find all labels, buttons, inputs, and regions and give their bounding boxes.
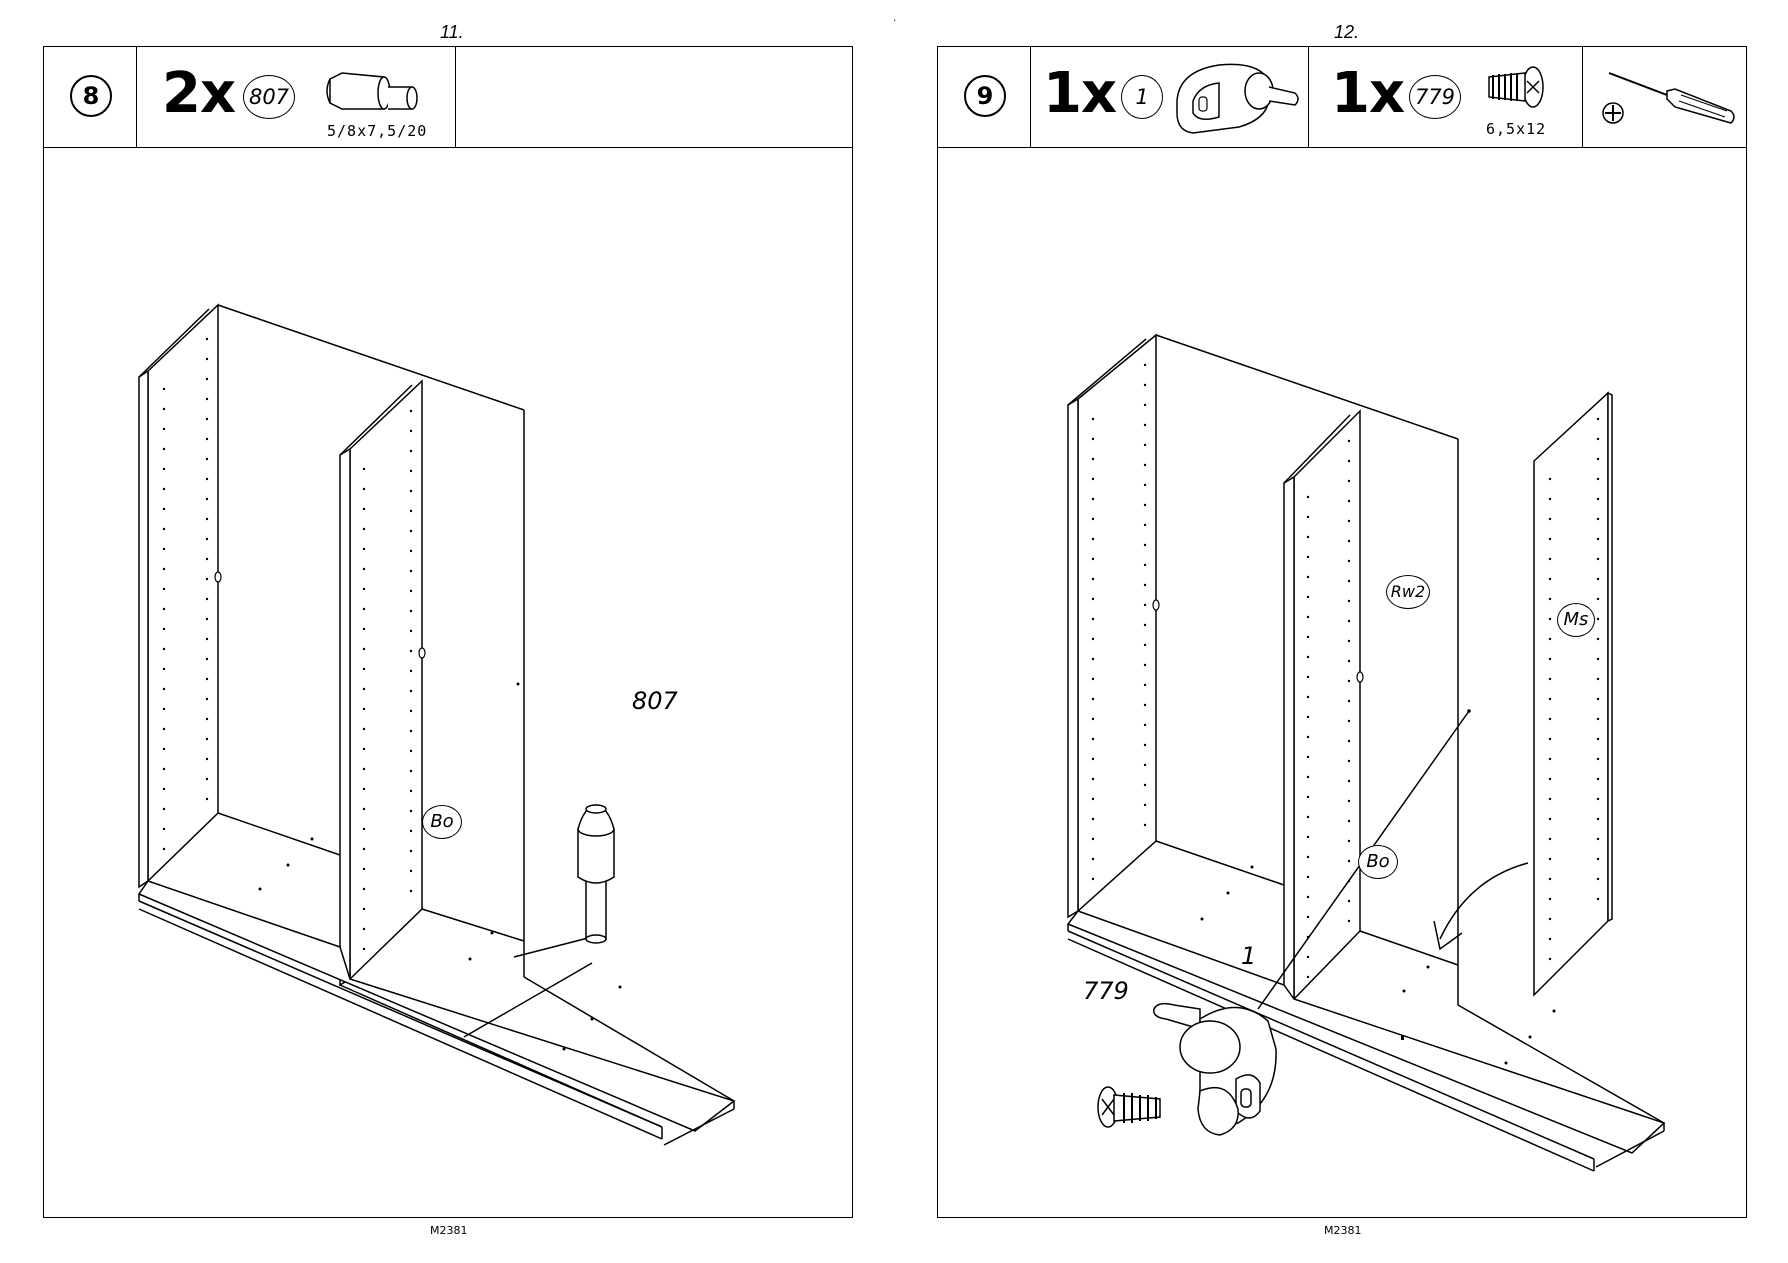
part-dimensions-2: 6,5x12 bbox=[1486, 120, 1547, 138]
step-cell: 9 bbox=[938, 47, 1031, 147]
parts-cell-1: 1x 1 bbox=[1031, 47, 1309, 147]
panel-label-side: Ms bbox=[1557, 603, 1595, 637]
part-number-badge-1: 1 bbox=[1121, 75, 1163, 119]
part-callout-807: 807 bbox=[632, 687, 678, 715]
screw-icon bbox=[1488, 66, 1544, 108]
part-quantity-2: 1x bbox=[1331, 61, 1405, 126]
page-number-right: 12. bbox=[1334, 22, 1360, 42]
part-number-badge: 807 bbox=[243, 75, 295, 119]
part-dimensions: 5/8x7,5/20 bbox=[327, 122, 428, 140]
cam-lock-connector-icon bbox=[1176, 63, 1299, 134]
footer-code-right: M2381 bbox=[1324, 1224, 1362, 1237]
step-header-left: 8 2x 807 5/8x7,5/20 bbox=[44, 47, 852, 148]
part-quantity-1: 1x bbox=[1043, 61, 1117, 126]
instruction-page-left: 8 2x 807 5/8x7,5/20 bbox=[43, 46, 853, 1218]
step-cell: 8 bbox=[44, 47, 137, 147]
parts-cell: 2x 807 5/8x7,5/20 bbox=[137, 47, 456, 147]
panel-label-back: Rw2 bbox=[1386, 575, 1430, 609]
panel-label-bottom: Bo bbox=[422, 805, 462, 839]
wardrobe-assembly-illustration bbox=[137, 303, 736, 1146]
tool-cell bbox=[1583, 47, 1745, 147]
instruction-page-right: 9 1x 1 1x 779 6,5x12 bbox=[937, 46, 1747, 1218]
wardrobe-assembly-illustration-right bbox=[1066, 333, 1666, 1172]
page-number-left: 11. bbox=[440, 22, 464, 42]
part-callout-779: 779 bbox=[1083, 977, 1129, 1005]
part-callout-1: 1 bbox=[1241, 942, 1257, 970]
phillips-screwdriver-icon bbox=[1602, 72, 1735, 124]
part-number-badge-2: 779 bbox=[1409, 75, 1461, 119]
step-header-right: 9 1x 1 1x 779 6,5x12 bbox=[938, 47, 1746, 148]
center-mark-top: · bbox=[893, 16, 897, 27]
footer-code-left: M2381 bbox=[430, 1224, 468, 1237]
parts-cell-2: 1x 779 6,5x12 bbox=[1309, 47, 1583, 147]
wooden-dowel-icon bbox=[326, 72, 418, 110]
step-number: 8 bbox=[70, 75, 112, 117]
part-quantity: 2x bbox=[162, 61, 236, 126]
panel-label-bottom: Bo bbox=[1358, 845, 1398, 879]
step-number: 9 bbox=[964, 75, 1006, 117]
